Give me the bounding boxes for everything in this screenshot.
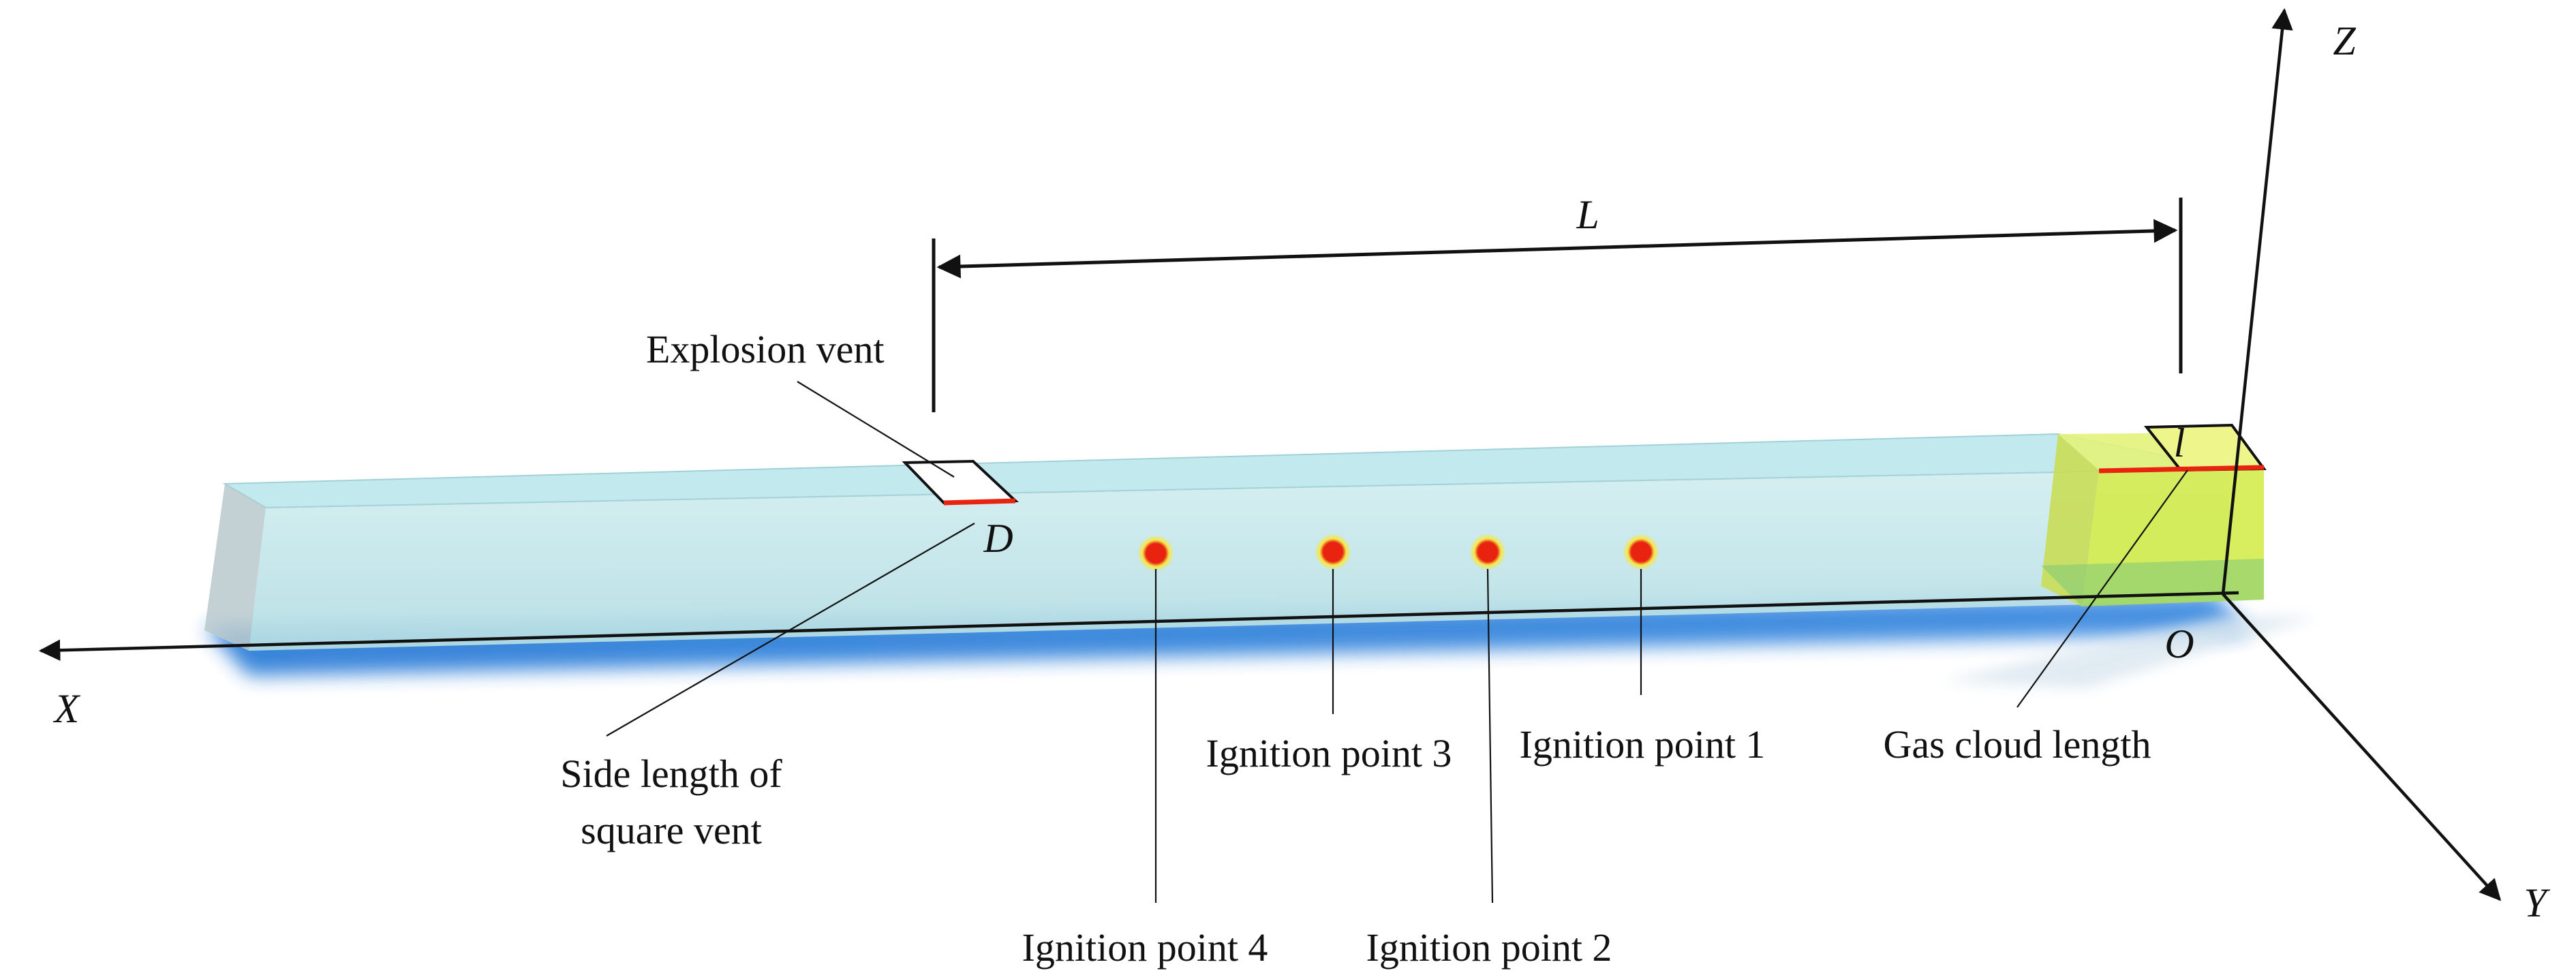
axis-label-X: X <box>53 686 81 731</box>
y-axis <box>2222 593 2502 901</box>
ignition-point-2-dot <box>1470 534 1505 570</box>
leader-gas-cloud-length <box>2017 469 2188 708</box>
symbol-D: D <box>983 516 1013 561</box>
ignition-point-1-dot <box>1623 534 1659 570</box>
ignition-point-4-label: Ignition point 4 <box>1022 925 1268 970</box>
leader-explosion-vent <box>797 381 955 478</box>
dimension-L-arrow <box>936 219 2178 279</box>
side-length-label-line2: square vent <box>581 808 762 852</box>
ignition-point-3-label: Ignition point 3 <box>1206 731 1452 775</box>
pipe-end-cap <box>204 484 266 651</box>
leader-ignition-2 <box>1486 568 1494 904</box>
ignition-point-2-label: Ignition point 2 <box>1366 925 1612 970</box>
gas-cloud-length-label: Gas cloud length <box>1883 722 2151 767</box>
x-axis <box>38 591 2239 661</box>
gas-cloud-length-marker <box>2098 465 2265 474</box>
z-axis <box>2221 7 2293 595</box>
leader-lines <box>606 381 2188 904</box>
pipe-shadow <box>1942 617 2317 688</box>
ignition-point-4-dot <box>1138 536 1174 571</box>
axis-label-Y: Y <box>2524 880 2550 925</box>
explosion-vent <box>902 459 1019 506</box>
vent-side-length-marker <box>943 498 1016 506</box>
symbol-O: O <box>2164 621 2194 666</box>
pipe-body <box>204 433 2317 688</box>
leader-side-length <box>606 523 975 737</box>
pipe-bottom-glow <box>204 594 2249 676</box>
symbol-L: L <box>1576 192 1599 237</box>
symbol-l: l <box>2174 420 2186 465</box>
axis-label-Z: Z <box>2333 18 2356 63</box>
gas-cloud-side <box>2041 434 2099 606</box>
text-labels: Explosion vent Side length of square ven… <box>53 18 2551 970</box>
coordinate-axes <box>38 7 2502 901</box>
ignition-point-1-label: Ignition point 1 <box>1520 722 1766 767</box>
dimension-L <box>932 198 2183 412</box>
side-length-label-line1: Side length of <box>560 752 782 796</box>
explosion-vent-label: Explosion vent <box>646 327 885 371</box>
ignition-point-3-dot <box>1315 534 1351 570</box>
ignition-points <box>1138 534 1659 571</box>
